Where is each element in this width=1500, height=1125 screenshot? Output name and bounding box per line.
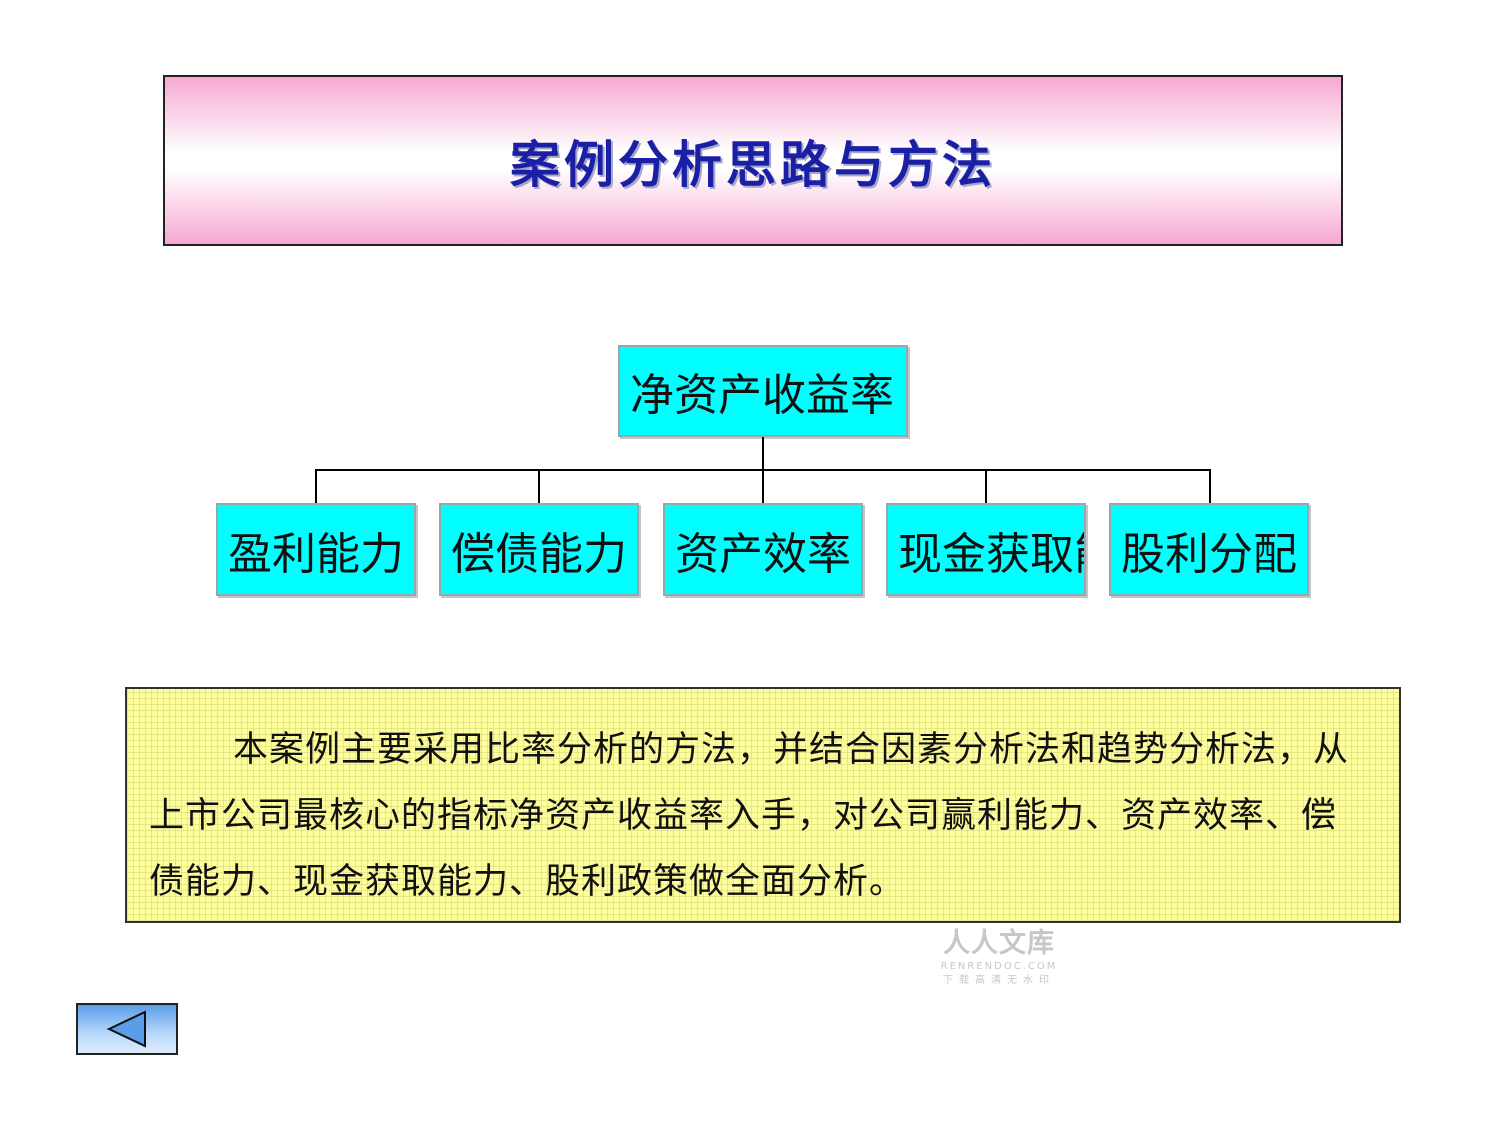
- diagram-node-asset-efficiency: 资产效率: [663, 503, 863, 596]
- connector-drop-3: [762, 469, 764, 503]
- title-banner: 案例分析思路与方法: [163, 75, 1343, 246]
- diagram-node-solvency: 偿债能力: [439, 503, 639, 596]
- back-button[interactable]: [76, 1003, 178, 1055]
- watermark-logo: 人人文库 RENRENDOC.COM 下载高清无水印: [936, 928, 1062, 988]
- method-note-text: 本案例主要采用比率分析的方法，并结合因素分析法和趋势分析法，从上市公司最核心的指…: [149, 730, 1350, 902]
- page-title: 案例分析思路与方法: [510, 135, 996, 194]
- method-note-box: 本案例主要采用比率分析的方法，并结合因素分析法和趋势分析法，从上市公司最核心的指…: [125, 687, 1401, 923]
- connector-drop-5: [1209, 469, 1211, 503]
- connector-drop-1: [315, 469, 317, 503]
- diagram-root-node: 净资产收益率: [618, 345, 908, 437]
- watermark-brand: 人人文库: [943, 928, 1055, 959]
- connector-drop-2: [538, 469, 540, 503]
- watermark-url: RENRENDOC.COM: [940, 961, 1058, 972]
- watermark-tagline: 下载高清无水印: [943, 975, 1055, 986]
- triangle-left-icon: [106, 1010, 146, 1048]
- diagram-node-cash-acquisition: 现金获取能力: [886, 503, 1086, 596]
- connector-drop-4: [985, 469, 987, 503]
- connector-vertical-root: [762, 437, 764, 470]
- diagram-node-dividend: 股利分配: [1109, 503, 1309, 596]
- diagram-node-profitability: 盈利能力: [216, 503, 416, 596]
